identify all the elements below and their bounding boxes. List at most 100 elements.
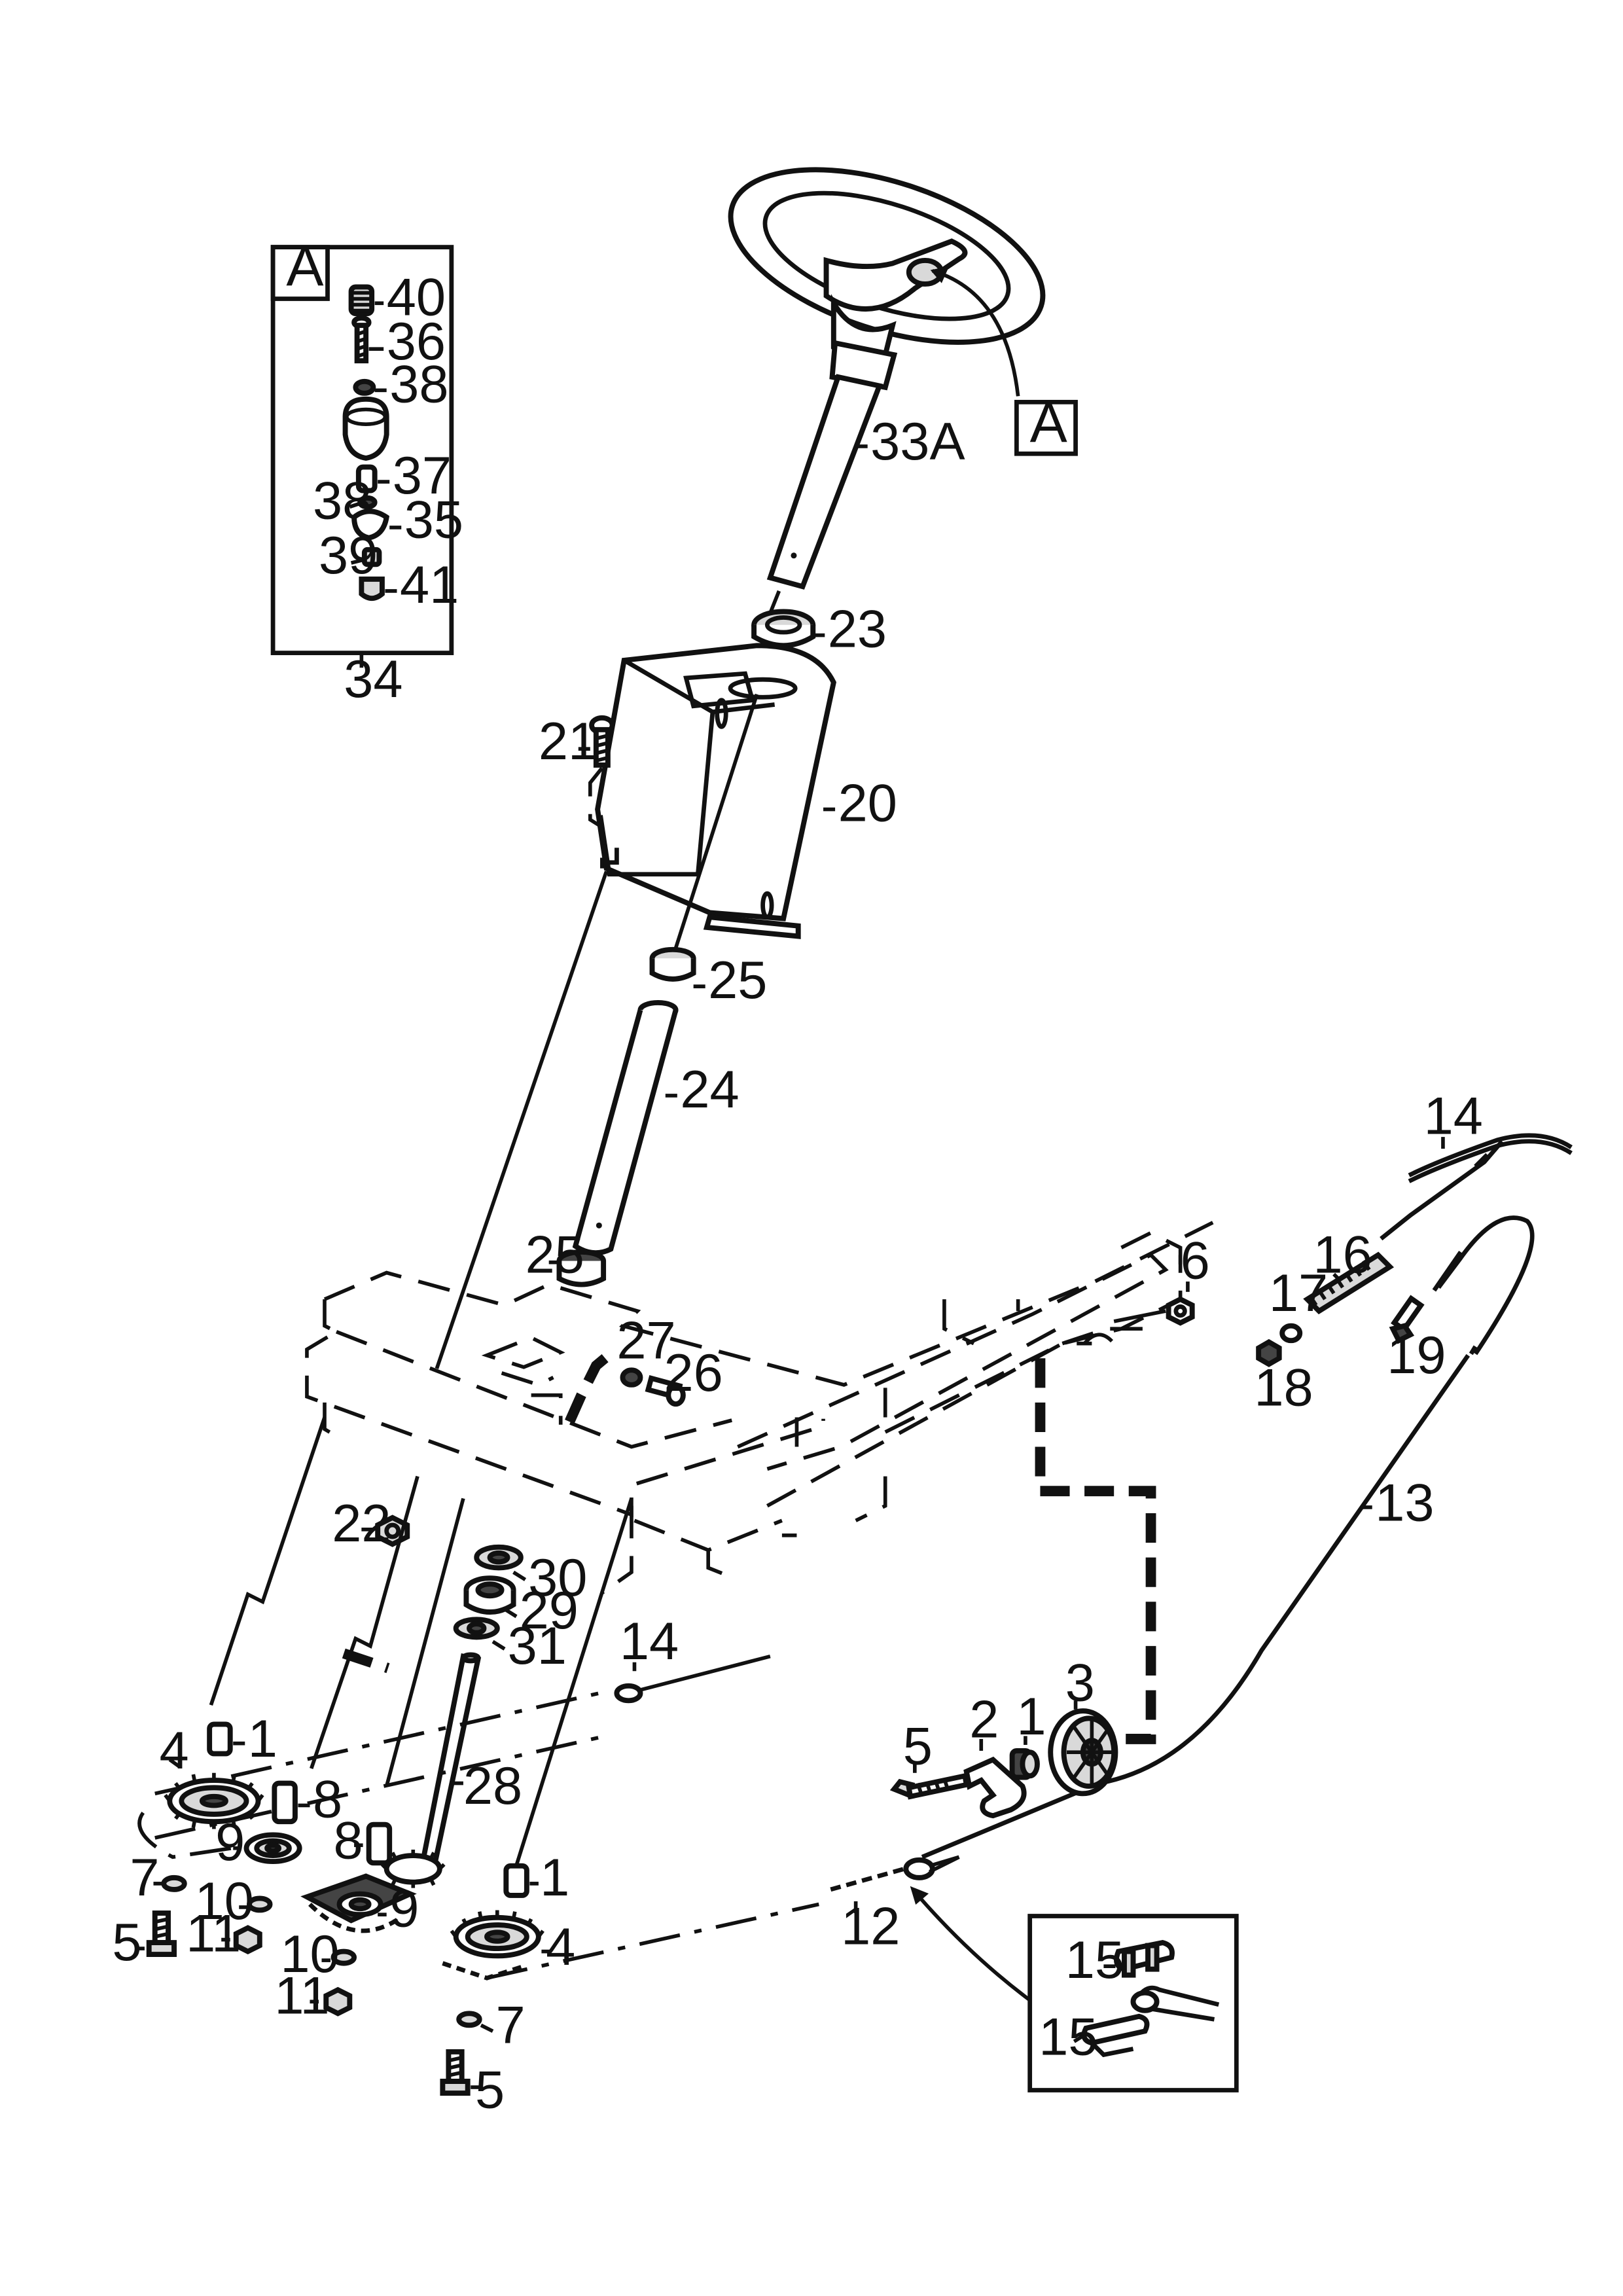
callout-35: 35	[404, 491, 463, 550]
bracket-2	[963, 1756, 1027, 1819]
callout-2: 2	[969, 1691, 999, 1749]
cap-41	[359, 576, 385, 601]
sleeve-37	[355, 464, 378, 493]
arrow-to-detail-a	[932, 268, 1020, 397]
bolt-5-right	[440, 2049, 471, 2096]
callout-14-lower: 14	[620, 1612, 679, 1671]
rod-end-14-lower	[614, 1654, 771, 1704]
washer-10-left	[247, 1895, 273, 1913]
callout-9-left: 9	[215, 1813, 245, 1872]
callout-22: 22	[332, 1494, 391, 1553]
bolt-5-left	[146, 1910, 177, 1958]
callout-14-upper: 14	[1424, 1087, 1483, 1146]
tube-24	[572, 999, 679, 1256]
callout-10-left: 10	[195, 1872, 254, 1931]
bushing-25-upper	[649, 946, 696, 982]
callout-31: 31	[508, 1617, 567, 1676]
detail-box-chain-link: 15 15	[1027, 1914, 1239, 2092]
callout-6: 6	[1181, 1232, 1210, 1291]
detail-a-box	[1014, 399, 1078, 456]
arrow-to-detail-15	[918, 1895, 1031, 2002]
bushing-25-lower	[556, 1249, 607, 1287]
callout-36: 36	[387, 312, 446, 371]
bushing-23	[751, 609, 816, 649]
callout-7-left: 7	[130, 1848, 159, 1907]
pulley-3	[1048, 1708, 1118, 1797]
spacer-1-pulley	[1009, 1748, 1040, 1780]
callout-5-pulley: 5	[903, 1717, 933, 1776]
inset-a-letter-box	[270, 245, 330, 301]
callout-8-left: 8	[313, 1770, 342, 1829]
tractor-frame-outline	[305, 1221, 1214, 1595]
callout-20: 20	[838, 774, 897, 833]
connecting-link	[1130, 1985, 1220, 2022]
washer-38-top	[353, 378, 376, 396]
callout-21: 21	[539, 712, 597, 771]
callout-5-left: 5	[112, 1913, 141, 1972]
callout-25-upper: 25	[708, 951, 767, 1010]
washer-7-left	[161, 1874, 187, 1892]
spring-16	[1303, 1251, 1395, 1315]
callout-26: 26	[664, 1344, 723, 1403]
callout-34: 34	[344, 650, 402, 709]
spacer-1-left	[207, 1721, 233, 1757]
callout-1-pulley: 1	[1016, 1687, 1046, 1746]
link-plate-15-upper	[1114, 1940, 1175, 1978]
callout-4-left: 4	[159, 1721, 188, 1780]
steering-shaft-33a	[766, 340, 898, 590]
washer-17	[1279, 1323, 1303, 1344]
cable-14-upper	[1380, 1133, 1573, 1241]
bolt-36	[351, 315, 372, 364]
sprocket-shaft-bottom	[380, 1850, 446, 1888]
callout-27: 27	[616, 1311, 675, 1370]
callout-24: 24	[680, 1060, 739, 1119]
callout-23: 23	[828, 600, 887, 659]
callout-11-left: 11	[186, 1905, 241, 1964]
clip-35	[351, 509, 390, 541]
callout-9-middle: 9	[389, 1879, 419, 1938]
nut-11-right	[323, 1986, 353, 2017]
chain-and-sprocket-9-middle	[300, 1873, 417, 1933]
callout-38-top: 38	[389, 355, 448, 414]
detail-box-frame	[1027, 1914, 1239, 2092]
callout-29: 29	[520, 1581, 579, 1640]
sprocket-4-left	[164, 1772, 264, 1829]
cable-13	[921, 1215, 1535, 1859]
callout-19: 19	[1387, 1326, 1446, 1385]
spacer-8-right	[366, 1821, 393, 1866]
nut-39	[361, 547, 382, 567]
callout-40: 40	[387, 268, 446, 327]
callout-30: 30	[528, 1549, 587, 1607]
callout-7-right: 7	[496, 1996, 526, 2054]
callout-15-lower: 15	[1039, 2007, 1097, 2066]
sprocket-9-left	[243, 1832, 302, 1865]
sprocket-4-right	[442, 1910, 544, 1981]
steering-wheel	[728, 167, 1046, 362]
washer-7-right	[456, 2011, 482, 2028]
callout-37: 37	[393, 446, 452, 505]
bolt-26	[645, 1374, 686, 1407]
nut-11-left	[233, 1925, 262, 1955]
bearing-29	[463, 1575, 516, 1615]
bolt-21	[589, 715, 615, 768]
washer-27	[620, 1367, 643, 1388]
callout-12: 12	[841, 1897, 900, 1956]
inset-a-letter: A	[286, 235, 323, 298]
callout-18: 18	[1254, 1358, 1313, 1417]
callout-11-right: 11	[274, 1966, 329, 2025]
spacer-8-left	[272, 1780, 298, 1825]
callout-10-right: 10	[280, 1925, 339, 1984]
callout-33a: 33A	[870, 412, 965, 471]
washer-10-right	[330, 1948, 357, 1966]
washer-38-bottom	[357, 495, 378, 510]
spacer-1-right	[503, 1863, 529, 1898]
callout-39: 39	[319, 526, 378, 585]
callout-4-right: 4	[546, 1918, 575, 1977]
spring-40	[348, 284, 375, 316]
callout-25-lower: 25	[526, 1226, 584, 1285]
bolt-19	[1389, 1295, 1425, 1344]
callout-5-right: 5	[475, 2061, 505, 2120]
washer-30	[474, 1544, 524, 1571]
steering-a-letter: A	[1030, 391, 1067, 454]
